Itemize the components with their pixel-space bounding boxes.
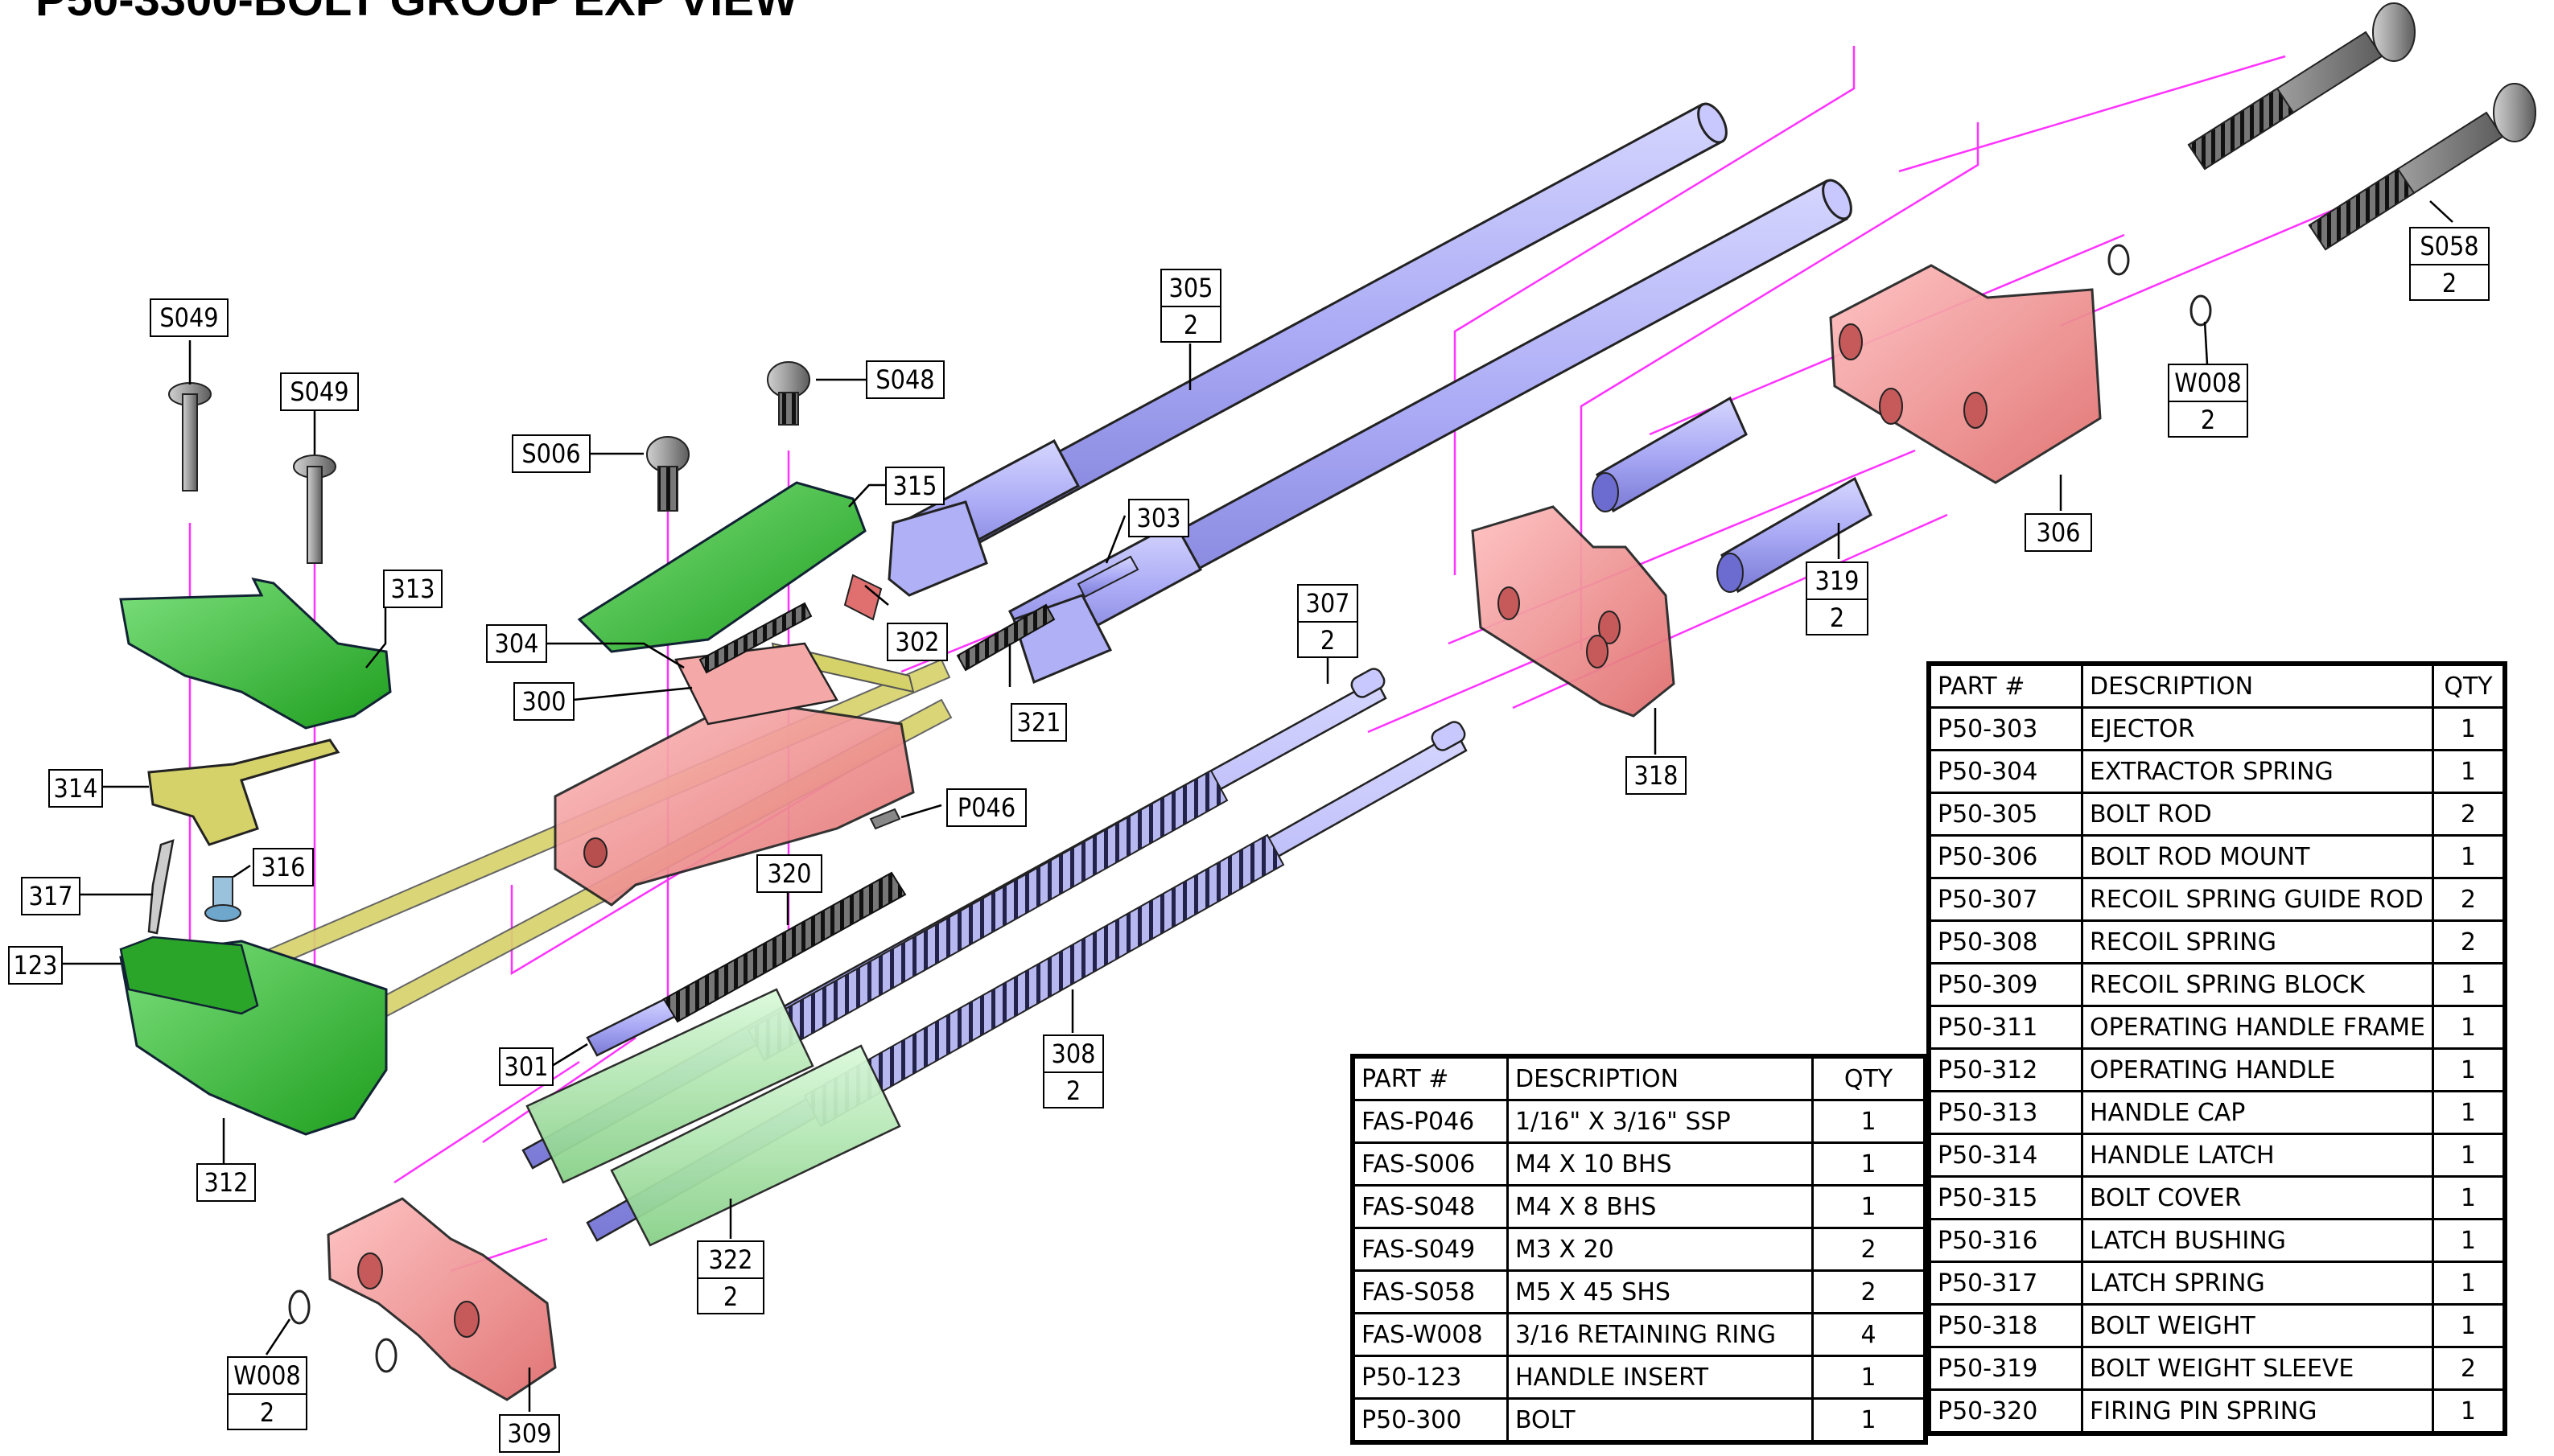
callout-S049-right: S049: [280, 372, 359, 411]
latch-bushing-316: [204, 876, 241, 922]
bolt-rod-mount-306: [1829, 264, 2102, 484]
bolt-rod-305-upper: [888, 102, 1728, 597]
retaining-ring-W008-1: [2107, 244, 2130, 276]
screw-S049-left: [168, 382, 212, 492]
screw-S058-lower: [2308, 83, 2536, 251]
handle-cap-313: [119, 577, 392, 730]
callout-S006: S006: [512, 434, 591, 473]
callout-304: 304: [486, 624, 547, 663]
callout-S048: S048: [866, 360, 945, 399]
header-description: DESCRIPTION: [2081, 662, 2434, 709]
retaining-ring-W008-4: [375, 1338, 398, 1373]
callout-316: 316: [253, 848, 314, 886]
callout-300: 300: [513, 682, 575, 721]
callout-303: 303: [1128, 499, 1189, 537]
callout-302: 302: [887, 623, 948, 661]
extractor-spring-304: [698, 602, 813, 674]
handle-latch-314: [147, 738, 340, 846]
pin-P046: [869, 808, 901, 830]
callout-309: 309: [499, 1414, 560, 1453]
callout-S049-left: S049: [150, 298, 229, 337]
screw-S048: [767, 361, 810, 426]
callout-318: 318: [1625, 756, 1687, 795]
header-description: DESCRIPTION: [1506, 1055, 1814, 1101]
bolt-weight-sleeve-319-lower: [1716, 476, 1872, 594]
page-title: P50-3300-BOLT GROUP EXP VIEW: [35, 0, 798, 27]
ejector-303: [1077, 555, 1139, 598]
extractor-spring-321: [956, 603, 1056, 672]
header-part: PART #: [1927, 662, 2083, 709]
bolt-weight-318: [1471, 505, 1675, 718]
retaining-ring-W008-3: [288, 1289, 311, 1325]
bolt-cover-315: [577, 481, 867, 653]
bolt-weight-sleeve-319-upper: [1592, 396, 1748, 513]
callout-313: 313: [383, 570, 443, 608]
callout-314: 314: [48, 769, 103, 808]
screw-S058-upper: [2187, 2, 2416, 171]
header-part: PART #: [1351, 1055, 1509, 1101]
callout-301: 301: [499, 1047, 554, 1086]
retaining-ring-W008-2: [2189, 294, 2212, 327]
handle-insert-123: [119, 936, 259, 1015]
header-qty: QTY: [2431, 662, 2507, 709]
table-header-row: PART # DESCRIPTION QTY: [1927, 662, 2507, 709]
screw-S006: [646, 436, 690, 512]
callout-P046: P046: [946, 788, 1027, 827]
callout-317: 317: [21, 877, 80, 915]
firing-pin-spring-320: [662, 871, 907, 1023]
callout-315: 315: [885, 467, 945, 505]
callout-320: 320: [756, 854, 822, 893]
callout-321: 321: [1011, 703, 1067, 742]
callout-123: 123: [8, 946, 63, 985]
table-header-row: PART # DESCRIPTION QTY: [1351, 1055, 1927, 1101]
header-qty: QTY: [1811, 1055, 1927, 1101]
callout-312: 312: [196, 1163, 256, 1202]
guide-sleeve-322-lower: [610, 1044, 901, 1247]
screw-S049-right: [293, 454, 336, 564]
latch-spring-317: [147, 839, 175, 935]
guide-sleeve-322-upper: [525, 988, 814, 1184]
callout-306: 306: [2025, 513, 2092, 552]
recoil-spring-block-309: [327, 1197, 557, 1401]
